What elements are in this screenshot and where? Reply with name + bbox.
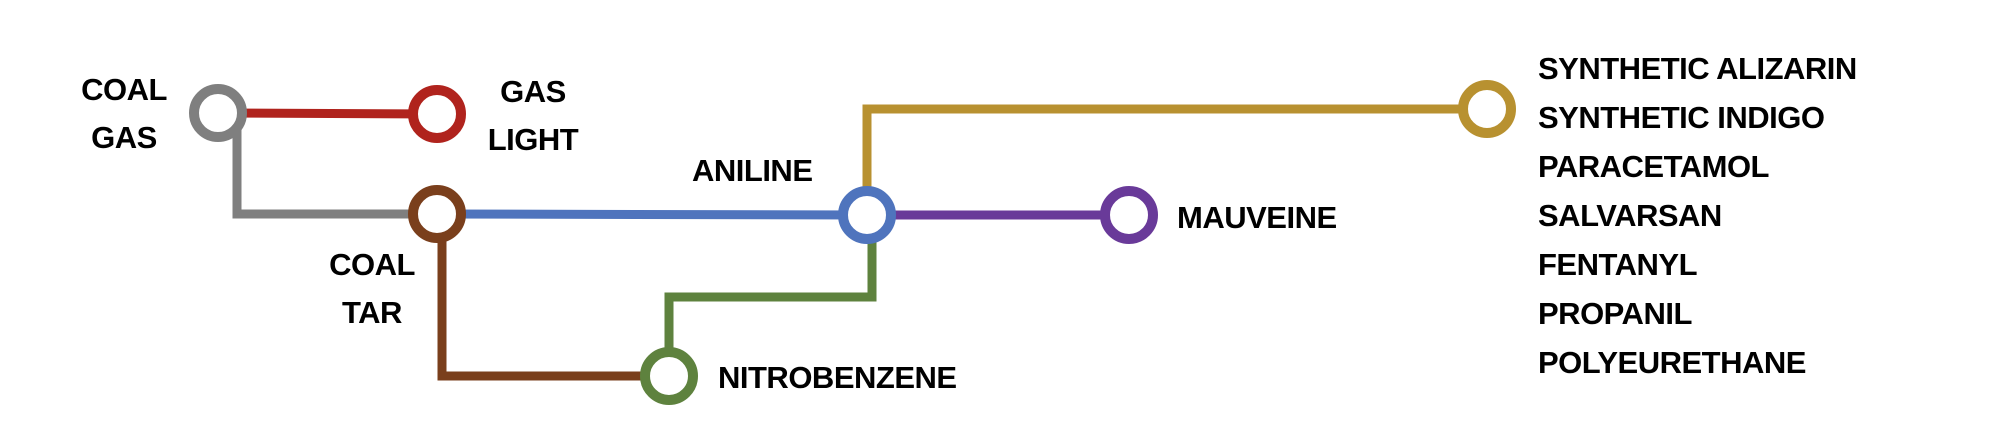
line-aniline-products [862, 104, 1487, 215]
product-item: PARACETAMOL [1538, 149, 1769, 184]
label-coal-tar: COAL TAR [312, 241, 432, 337]
line-coalgas-gaslight [217, 108, 438, 119]
product-item: POLYEURETHANE [1538, 345, 1806, 380]
line-nitrobenzene-aniline [664, 215, 877, 376]
label-aniline: ANILINE [692, 153, 813, 188]
label-line: GAS [91, 120, 157, 155]
label-mauveine: MAUVEINE [1177, 200, 1337, 235]
product-item: PROPANIL [1538, 296, 1692, 331]
label-line: GAS [500, 74, 566, 109]
line-coaltar-aniline [436, 209, 868, 220]
station-coal-tar [408, 185, 466, 243]
label-gas-light: GAS LIGHT [478, 68, 588, 164]
line-coalgas-coaltar [232, 113, 437, 219]
station-aniline [838, 186, 896, 244]
product-item: SYNTHETIC ALIZARIN [1538, 51, 1857, 86]
station-coal-gas [189, 84, 247, 142]
product-item: SYNTHETIC INDIGO [1538, 100, 1825, 135]
station-nitrobenzene [640, 347, 698, 405]
label-nitrobenzene: NITROBENZENE [718, 360, 957, 395]
station-mauveine [1100, 186, 1158, 244]
station-products [1458, 80, 1516, 138]
line-coaltar-nitrobenzene [437, 214, 669, 381]
label-line: LIGHT [487, 122, 579, 157]
products-list: SYNTHETIC ALIZARIN SYNTHETIC INDIGO PARA… [1538, 44, 1857, 387]
label-line: TAR [342, 295, 402, 330]
label-line: COAL [81, 72, 167, 107]
product-item: SALVARSAN [1538, 198, 1722, 233]
product-item: FENTANYL [1538, 247, 1698, 282]
station-gas-light [408, 85, 466, 143]
label-coal-gas: COAL GAS [64, 66, 184, 162]
label-line: COAL [329, 247, 415, 282]
